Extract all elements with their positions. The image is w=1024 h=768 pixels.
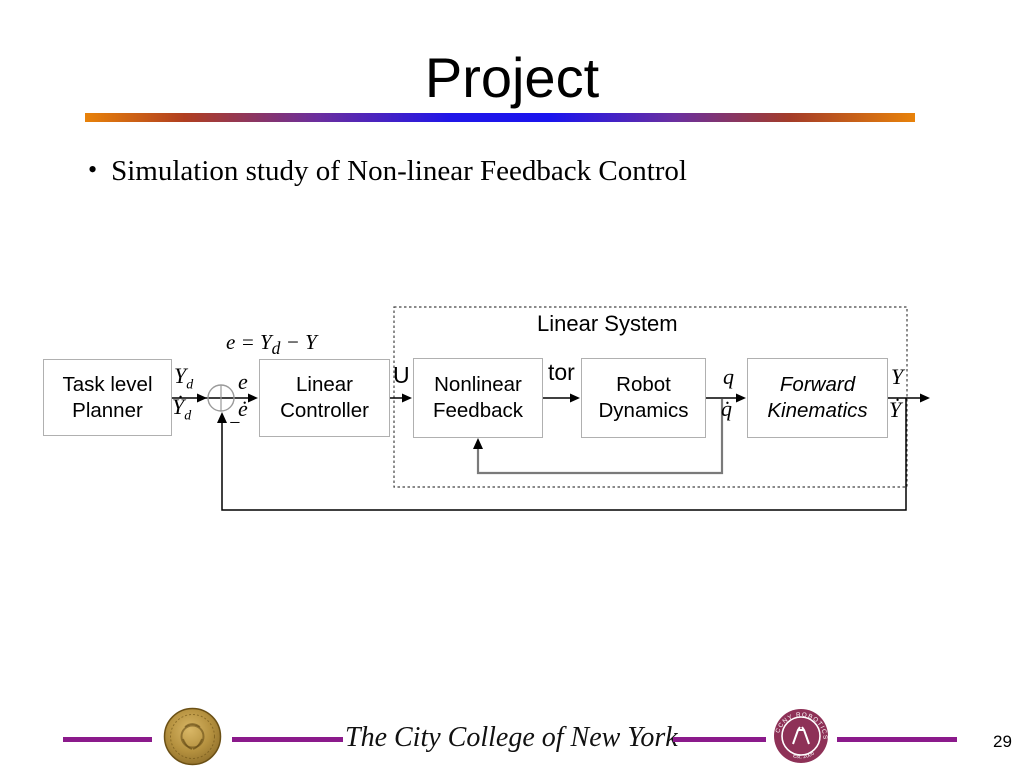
bullet-text: Simulation study of Non-linear Feedback … bbox=[111, 155, 687, 187]
block-nonlinear-feedback: Nonlinear Feedback bbox=[413, 358, 543, 438]
block-label: Forward bbox=[779, 373, 856, 396]
signal-y: Y bbox=[891, 364, 904, 389]
ccny-seal-icon bbox=[163, 707, 222, 766]
signal-base: Y bbox=[174, 363, 187, 388]
arrowhead-into-feedback bbox=[402, 393, 412, 403]
arrowhead-into-junction bbox=[197, 393, 207, 403]
arrowhead-output bbox=[920, 393, 930, 403]
page-title: Project bbox=[424, 46, 600, 109]
block-label: Linear bbox=[296, 373, 353, 396]
block-label: Dynamics bbox=[598, 399, 689, 422]
footer-divider-line bbox=[63, 737, 152, 742]
footer-divider-line bbox=[232, 737, 343, 742]
signal-e-dot: ė bbox=[238, 396, 248, 421]
block-task-level-planner: Task level Planner bbox=[43, 359, 172, 436]
block-label: Task level bbox=[62, 372, 153, 396]
linear-system-dotted-box bbox=[393, 306, 908, 488]
arrowhead-outer-feedback bbox=[217, 412, 227, 423]
arrowhead-into-controller bbox=[248, 393, 258, 403]
signal-yd-dot: Ẏd bbox=[172, 394, 191, 424]
signal-yd: Yd bbox=[174, 363, 193, 393]
robotics-logo-est-text: Est. 2005 bbox=[792, 751, 816, 761]
arrowhead-into-dynamics bbox=[570, 393, 580, 403]
block-label: Controller bbox=[280, 399, 369, 422]
signal-sub: d bbox=[184, 408, 192, 424]
robotics-lab-logo-icon: CCNY ROBOTICS LAB Est. 2005 bbox=[774, 709, 828, 763]
formula-part2: − Y bbox=[280, 330, 317, 354]
block-label: Nonlinear bbox=[434, 373, 522, 396]
block-forward-kinematics: Forward Kinematics bbox=[747, 358, 888, 438]
minus-sign: − bbox=[228, 412, 242, 434]
svg-text:Est. 2005: Est. 2005 bbox=[792, 751, 816, 761]
signal-e: e bbox=[238, 369, 248, 394]
bullet-icon: • bbox=[88, 155, 98, 184]
error-formula: e = Yd − Y bbox=[226, 330, 317, 359]
formula-part1: e = Y bbox=[226, 330, 272, 354]
formula-subscript: d bbox=[271, 338, 281, 359]
signal-sub: d bbox=[186, 377, 194, 393]
college-name: The City College of New York bbox=[345, 722, 678, 753]
footer-divider-line bbox=[837, 737, 957, 742]
page-number: 29 bbox=[993, 732, 1012, 751]
signal-y-dot: Ẏ bbox=[889, 397, 902, 422]
block-label: Feedback bbox=[432, 399, 524, 422]
signal-base: Ẏ bbox=[172, 394, 185, 419]
signal-u: U bbox=[393, 362, 410, 388]
inner-feedback-loop bbox=[476, 399, 724, 475]
block-label: Robot bbox=[616, 373, 671, 396]
arrowhead-into-kinematics bbox=[736, 393, 746, 403]
block-label: Kinematics bbox=[767, 399, 868, 422]
signal-q-dot: q̇ bbox=[721, 396, 732, 421]
block-linear-controller: Linear Controller bbox=[259, 359, 390, 437]
title-divider-gradient bbox=[85, 113, 915, 122]
robot-arm-glyph bbox=[792, 726, 810, 745]
linear-system-label: Linear System bbox=[537, 311, 678, 336]
block-label: Planner bbox=[72, 398, 143, 422]
bullet-line: • Simulation study of Non-linear Feedback… bbox=[88, 155, 687, 188]
outer-feedback-loop bbox=[221, 398, 907, 511]
block-robot-dynamics: Robot Dynamics bbox=[581, 358, 706, 438]
arrowhead-inner-feedback bbox=[473, 438, 483, 449]
signal-tor: tor bbox=[548, 359, 575, 385]
footer-divider-line bbox=[673, 737, 766, 742]
signal-q: q bbox=[723, 364, 734, 389]
